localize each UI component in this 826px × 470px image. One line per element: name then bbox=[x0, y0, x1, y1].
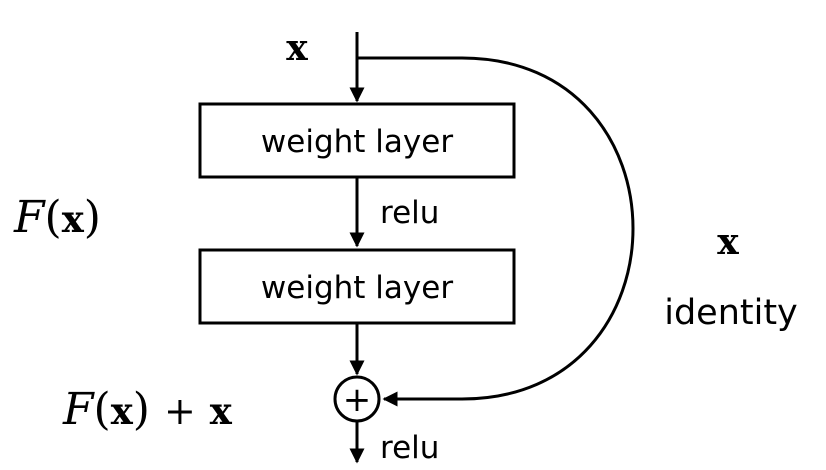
fx-plus-x-label: F(x)+x bbox=[62, 384, 233, 435]
fx-script-f: F bbox=[13, 192, 46, 243]
input-x-label: x bbox=[286, 27, 308, 69]
identity-label: identity bbox=[664, 293, 798, 333]
weight-layer-2-label: weight layer bbox=[261, 270, 453, 306]
fx-label: F(x) bbox=[13, 192, 101, 243]
relu-2-label: relu bbox=[380, 430, 439, 466]
fx-open-paren: ( bbox=[45, 192, 62, 243]
weight-layer-1-label: weight layer bbox=[261, 124, 453, 160]
fxpx-open-paren: ( bbox=[94, 384, 111, 435]
fxpx-x2: x bbox=[210, 389, 233, 433]
relu-1-label: relu bbox=[380, 195, 439, 231]
plus-icon: + bbox=[343, 380, 372, 420]
fxpx-plus: + bbox=[164, 389, 196, 433]
fxpx-script-f: F bbox=[62, 384, 95, 435]
fxpx-close-paren: ) bbox=[133, 384, 150, 435]
weight-layer-2 bbox=[198, 248, 516, 325]
fxpx-x: x bbox=[111, 389, 134, 433]
shortcut-x-label: x bbox=[717, 221, 739, 263]
fx-close-paren: ) bbox=[84, 192, 101, 243]
fx-x: x bbox=[62, 197, 85, 241]
identity-shortcut-arrow bbox=[357, 56, 635, 407]
